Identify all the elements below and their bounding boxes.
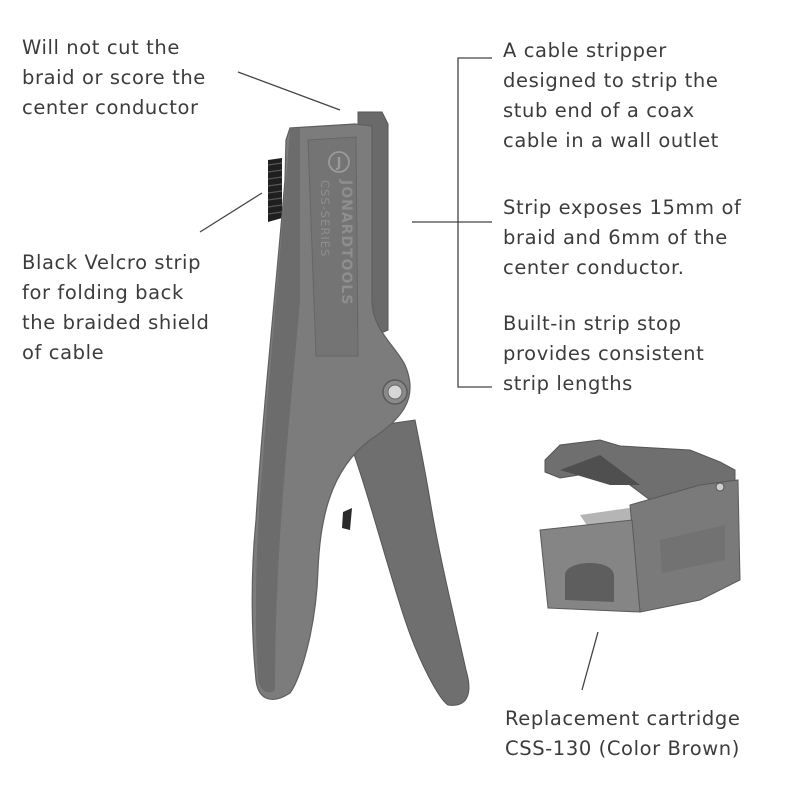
lower-handle (344, 419, 470, 706)
callout-braid: Will not cut the braid or score the cent… (22, 36, 206, 119)
brand-logo-letter: J (336, 156, 342, 171)
spring-tab (342, 508, 352, 530)
callout-velcro: Black Velcro strip for folding back the … (22, 251, 210, 364)
cartridge-lid-shadow (560, 455, 640, 485)
cartridge-label-plate (660, 525, 725, 573)
handle-shading (255, 128, 300, 693)
callout-stripper: A cable stripper designed to strip the s… (503, 39, 719, 152)
callout-strip-stop: Built-in strip stop provides consistent … (503, 312, 705, 395)
label-plate (307, 136, 359, 357)
cartridge-rivet (715, 482, 725, 492)
cable-stripper-tool: J JONARDTOOLS CSS-SERIES (251, 111, 470, 706)
leader-line-braid (237, 71, 341, 111)
brand-logo-icon (328, 151, 350, 173)
velcro-texture (267, 162, 283, 215)
leader-line-cartridge (581, 631, 599, 691)
replacement-cartridge (539, 439, 741, 613)
brand-name: JONARDTOOLS (338, 179, 354, 305)
leader-lines (199, 57, 599, 691)
callout-cartridge: Replacement cartridge CSS-130 (Color Bro… (505, 707, 741, 760)
cartridge-opening (565, 562, 614, 602)
model-name: CSS-SERIES (318, 180, 332, 257)
leader-line-velcro (199, 192, 263, 233)
pivot-screw-head (387, 384, 403, 400)
callout-exposes: Strip exposes 15mm of braid and 6mm of t… (503, 196, 742, 279)
